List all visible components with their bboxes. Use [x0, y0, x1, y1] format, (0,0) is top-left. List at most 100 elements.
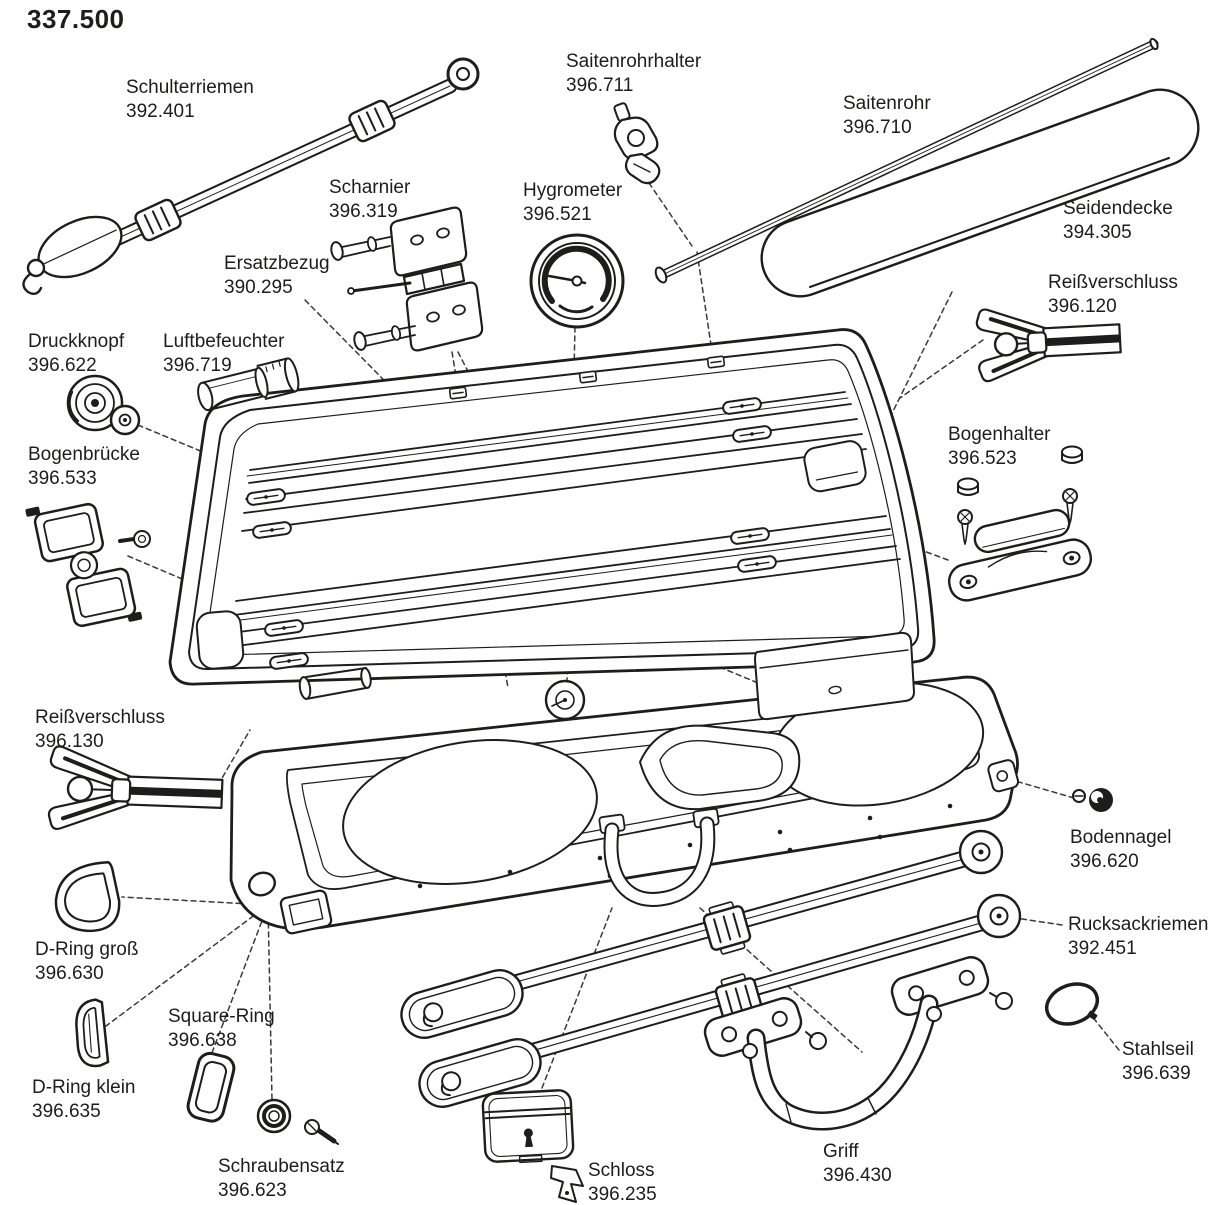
- part-label-number: 396.523: [948, 448, 1017, 469]
- part-label-square-ring: Square-Ring 396.638: [168, 1005, 275, 1053]
- part-label-number: 396.711: [566, 75, 634, 96]
- hinge-screws: [330, 236, 416, 351]
- part-label-saitenrohrhalter: Saitenrohrhalter 396.711: [566, 50, 701, 98]
- square-ring-drawing: [186, 1051, 236, 1123]
- part-label-name: Reißverschluss: [1048, 272, 1178, 293]
- hinge-drawing: [330, 206, 484, 352]
- backpack-straps-drawing: [400, 829, 1022, 1108]
- part-label-bodennagel: Bodennagel 396.620: [1070, 826, 1171, 874]
- part-label-number: 396.638: [168, 1030, 237, 1051]
- part-label-name: Druckknopf: [28, 331, 125, 352]
- lid-rim-tabs: [448, 355, 726, 400]
- part-label-name: Griff: [823, 1141, 859, 1162]
- string-tube-drawing: [654, 37, 1159, 284]
- bow-bridge-drawing: [25, 502, 143, 628]
- part-label-d-ring-klein: D-Ring klein 396.635: [32, 1076, 135, 1124]
- part-label-schraubensatz: Schraubensatz 396.623: [218, 1155, 345, 1203]
- bow-spinner-clips: [246, 397, 777, 670]
- part-label-name: Schulterriemen: [126, 77, 254, 98]
- part-label-number: 392.451: [1068, 938, 1137, 959]
- part-label-number: 396.319: [329, 201, 398, 222]
- case-lid-drawing: [168, 328, 936, 700]
- d-ring-large-drawing: [54, 861, 121, 933]
- part-label-number: 396.630: [35, 963, 104, 984]
- part-label-seidendecke: Seidendecke 394.305: [1063, 197, 1173, 245]
- string-tube-holder-drawing: [613, 102, 661, 185]
- part-label-number: 396.430: [823, 1165, 892, 1186]
- part-label-rucksackriemen: Rucksackriemen 392.451: [1068, 913, 1208, 961]
- zipper-120-drawing: [975, 308, 1122, 383]
- part-label-name: Schraubensatz: [218, 1156, 345, 1177]
- part-label-griff: Griff 396.430: [823, 1140, 892, 1188]
- part-label-number: 396.635: [32, 1101, 101, 1122]
- case-shell-drawing: [229, 631, 1020, 935]
- part-label-name: Reißverschluss: [35, 707, 165, 728]
- lock-latch-piece: [550, 1165, 584, 1203]
- part-label-hygrometer: Hygrometer 396.521: [523, 179, 622, 227]
- part-label-number: 394.305: [1063, 222, 1132, 243]
- part-label-number: 396.235: [588, 1184, 657, 1205]
- corner-bracket: [987, 759, 1020, 793]
- part-label-luftbefeuchter: Luftbefeuchter 396.719: [163, 330, 284, 378]
- part-label-schulterriemen: Schulterriemen 392.401: [126, 76, 254, 124]
- part-label-bogenhalter: Bogenhalter 396.523: [948, 423, 1050, 471]
- part-label-name: Schloss: [588, 1160, 655, 1181]
- part-label-name: Bogenbrücke: [28, 444, 140, 465]
- strap-end-loop: [400, 969, 524, 1039]
- part-label-number: 396.710: [843, 117, 912, 138]
- part-label-reissverschluss-120: Reißverschluss 396.120: [1048, 271, 1178, 319]
- part-label-reissverschluss-130: Reißverschluss 396.130: [35, 706, 165, 754]
- part-label-number: 392.401: [126, 101, 195, 122]
- part-label-name: Saitenrohr: [843, 93, 931, 114]
- part-label-number: 396.622: [28, 355, 97, 376]
- part-label-bogenbruecke: Bogenbrücke 396.533: [28, 443, 140, 491]
- part-label-name: Bodennagel: [1070, 827, 1172, 848]
- shoulder-strap-drawing: [22, 57, 480, 295]
- hygrometer-drawing: [529, 233, 625, 329]
- part-label-number: 396.719: [163, 355, 232, 376]
- part-label-scharnier: Scharnier 396.319: [329, 176, 410, 224]
- part-label-druckknopf: Druckknopf 396.622: [28, 330, 124, 378]
- part-label-name: Seidendecke: [1063, 198, 1173, 219]
- bow-bridge-screw: [118, 530, 151, 548]
- strap-end-loop: [418, 1038, 542, 1108]
- corner-d-ring-mount: [248, 871, 333, 935]
- part-label-number: 396.521: [523, 204, 592, 225]
- humidifier-drawing: [197, 357, 300, 412]
- part-label-number: 390.295: [224, 277, 293, 298]
- folded-handle: [598, 807, 720, 907]
- bottom-nail-drawing: [1072, 788, 1113, 812]
- snap-button-drawing: [66, 374, 141, 436]
- handle-drawing: [703, 956, 1013, 1131]
- part-label-d-ring-gross: D-Ring groß 396.630: [35, 938, 138, 986]
- lock-drawing: [481, 1089, 575, 1164]
- part-label-name: Square-Ring: [168, 1006, 275, 1027]
- part-label-number: 396.533: [28, 468, 97, 489]
- silk-cover-drawing: [760, 88, 1200, 298]
- mounted-string-tube: [298, 667, 372, 700]
- steel-cable-drawing: [1044, 982, 1100, 1026]
- strap-buckle: [702, 901, 752, 955]
- page-title: 337.500: [27, 4, 125, 34]
- part-label-number: 396.130: [35, 731, 104, 752]
- part-label-number: 396.623: [218, 1180, 287, 1201]
- part-label-name: Bogenhalter: [948, 424, 1051, 445]
- part-label-name: Saitenrohrhalter: [566, 51, 702, 72]
- part-label-name: D-Ring groß: [35, 939, 139, 960]
- part-label-saitenrohr: Saitenrohr 396.710: [843, 92, 931, 140]
- hygrometer-mount: [544, 679, 586, 721]
- part-label-ersatzbezug: Ersatzbezug 390.295: [224, 252, 330, 300]
- part-label-name: Scharnier: [329, 177, 411, 198]
- part-label-number: 396.639: [1122, 1063, 1191, 1084]
- bow-holder-screws: [957, 488, 1078, 545]
- part-label-name: Hygrometer: [523, 180, 623, 201]
- part-label-schloss: Schloss 396.235: [588, 1159, 657, 1205]
- part-label-name: Rucksackriemen: [1068, 914, 1209, 935]
- part-label-name: Ersatzbezug: [224, 253, 330, 274]
- part-label-name: Stahlseil: [1122, 1039, 1194, 1060]
- d-ring-small-drawing: [75, 998, 110, 1068]
- screw-set-drawing: [256, 1098, 339, 1145]
- strap-attachment-disc: [958, 829, 1022, 939]
